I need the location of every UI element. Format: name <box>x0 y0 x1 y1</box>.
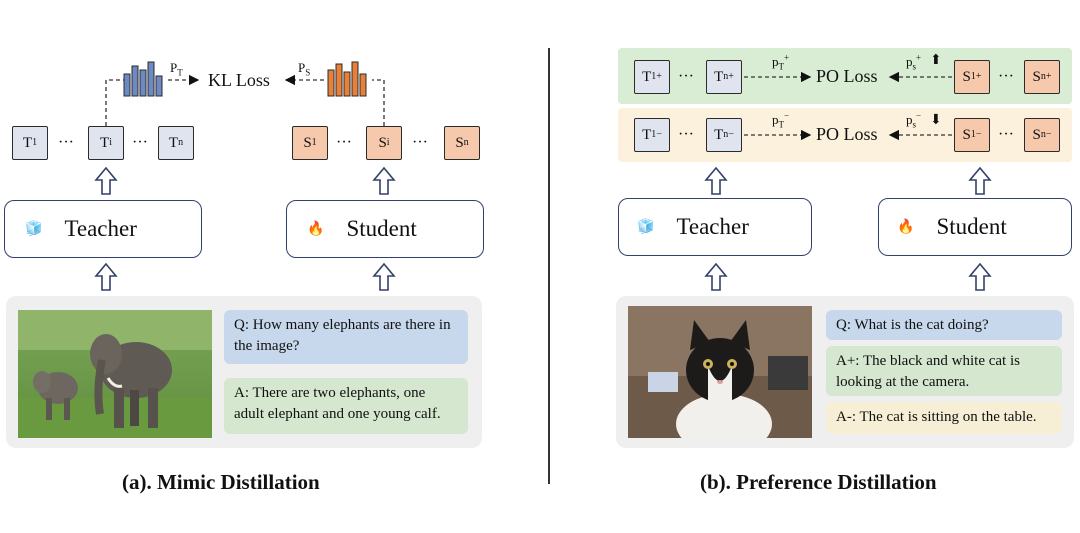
question-bubble: Q: What is the cat doing? <box>826 310 1062 340</box>
answer-bubble: A: There are two elephants, one adult el… <box>224 378 468 434</box>
up-arrow-icon <box>94 262 118 291</box>
up-arrow-icon <box>704 166 728 195</box>
kl-connectors <box>105 74 385 126</box>
student-distribution-bars <box>327 61 367 97</box>
student-model-box: 🔥 Student <box>286 200 484 258</box>
up-arrow-icon: ⬆ <box>930 53 942 68</box>
fire-icon: 🔥 <box>897 219 915 235</box>
po-loss-pos-label: PO Loss <box>816 66 878 86</box>
ellipsis: ··· <box>412 134 428 151</box>
negative-band <box>618 108 1072 162</box>
ellipsis: ··· <box>998 126 1014 143</box>
p-student-neg-label: ps− <box>906 110 922 130</box>
up-arrow-icon <box>968 262 992 291</box>
up-arrow-icon <box>94 166 118 195</box>
p-student-label: PS <box>298 60 311 78</box>
question-bubble: Q: How many elephants are there in the i… <box>224 310 468 364</box>
preference-caption: (b). Preference Distillation <box>700 470 937 494</box>
student-model-box-pref: 🔥 Student <box>878 198 1072 256</box>
ellipsis: ··· <box>336 134 352 151</box>
down-arrow-icon: ⬇ <box>930 113 942 128</box>
ice-cube-icon: 🧊 <box>25 221 43 237</box>
negative-answer-bubble: A-: The cat is sitting on the table. <box>826 402 1062 434</box>
positive-answer-bubble: A+: The black and white cat is looking a… <box>826 346 1062 396</box>
ice-cube-icon: 🧊 <box>637 219 655 235</box>
student-label: Student <box>346 216 417 241</box>
teacher-model-box-pref: 🧊 Teacher <box>618 198 812 256</box>
p-teacher-pos-label: pT+ <box>772 52 790 72</box>
p-teacher-label: PT <box>170 60 183 78</box>
p-student-pos-label: ps+ <box>906 52 922 72</box>
ellipsis: ··· <box>678 68 694 85</box>
student-label: Student <box>936 214 1007 239</box>
po-loss-neg-label: PO Loss <box>816 124 878 144</box>
ellipsis: ··· <box>998 68 1014 85</box>
up-arrow-icon <box>372 262 396 291</box>
ellipsis: ··· <box>132 134 148 151</box>
ellipsis: ··· <box>678 126 694 143</box>
po-connectors <box>744 71 952 141</box>
kl-loss-label: KL Loss <box>208 70 270 90</box>
ellipsis: ··· <box>58 134 74 151</box>
teacher-label: Teacher <box>64 216 137 241</box>
teacher-distribution-bars <box>123 61 163 97</box>
teacher-label: Teacher <box>676 214 749 239</box>
mimic-caption: (a). Mimic Distillation <box>122 470 320 494</box>
up-arrow-icon <box>704 262 728 291</box>
positive-band <box>618 48 1072 104</box>
teacher-model-box: 🧊 Teacher <box>4 200 202 258</box>
elephant-image <box>18 310 212 438</box>
up-arrow-icon <box>968 166 992 195</box>
section-divider <box>548 48 550 484</box>
cat-image <box>628 306 812 438</box>
fire-icon: 🔥 <box>307 221 325 237</box>
up-arrow-icon <box>372 166 396 195</box>
p-teacher-neg-label: pT− <box>772 110 790 130</box>
